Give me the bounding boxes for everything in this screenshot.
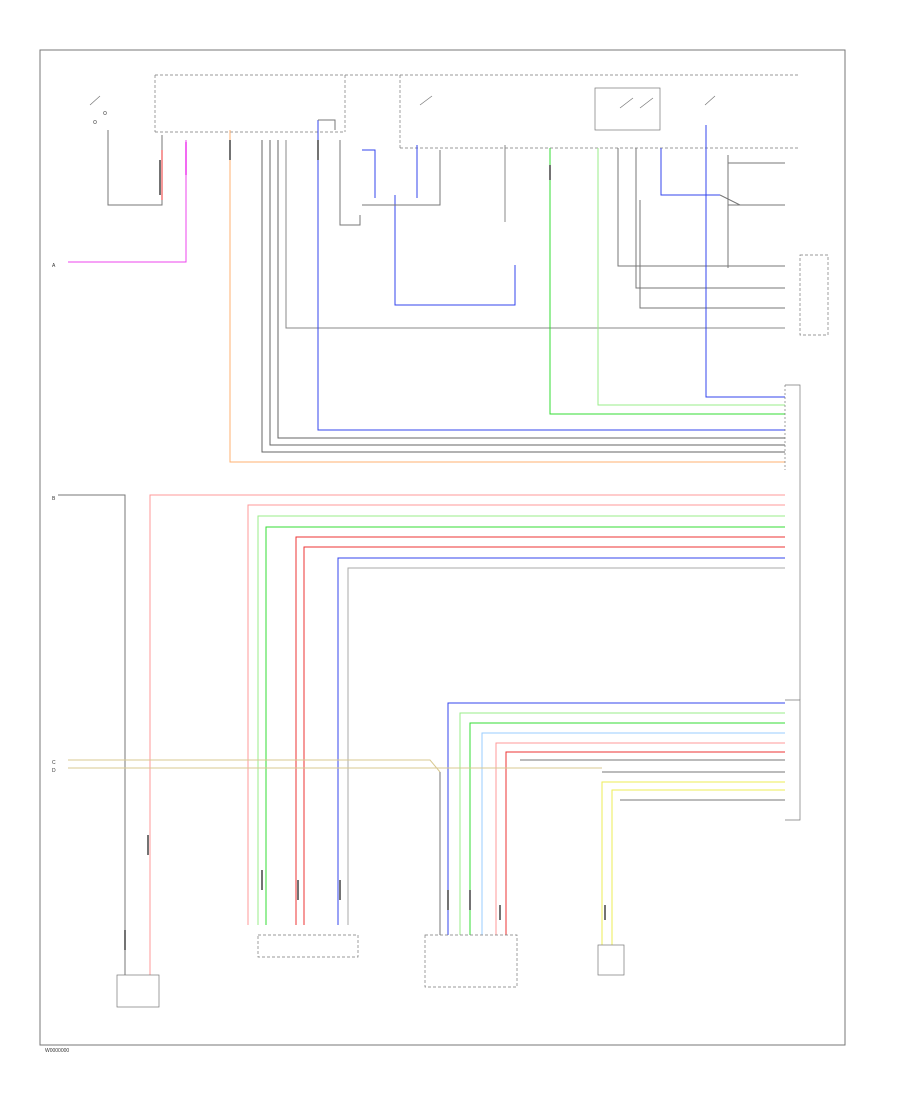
ignition-switch-leads bbox=[68, 130, 187, 263]
diagram-frame bbox=[39, 49, 846, 1046]
lower-harness bbox=[68, 702, 785, 945]
ref-label-c: C bbox=[52, 760, 56, 766]
bottom-components bbox=[116, 934, 625, 1008]
ref-label-b: B bbox=[52, 496, 56, 502]
connector-ticks bbox=[124, 140, 606, 950]
ecu-connector bbox=[784, 384, 801, 821]
upper-harness bbox=[229, 119, 785, 463]
top-fuse-block bbox=[89, 74, 800, 149]
ref-label-d: D bbox=[52, 768, 56, 774]
middle-harness bbox=[58, 494, 785, 975]
diagram-code: W0000000 bbox=[45, 1048, 69, 1054]
ref-label-a: A bbox=[52, 263, 56, 269]
brake-switch-box bbox=[799, 254, 829, 336]
